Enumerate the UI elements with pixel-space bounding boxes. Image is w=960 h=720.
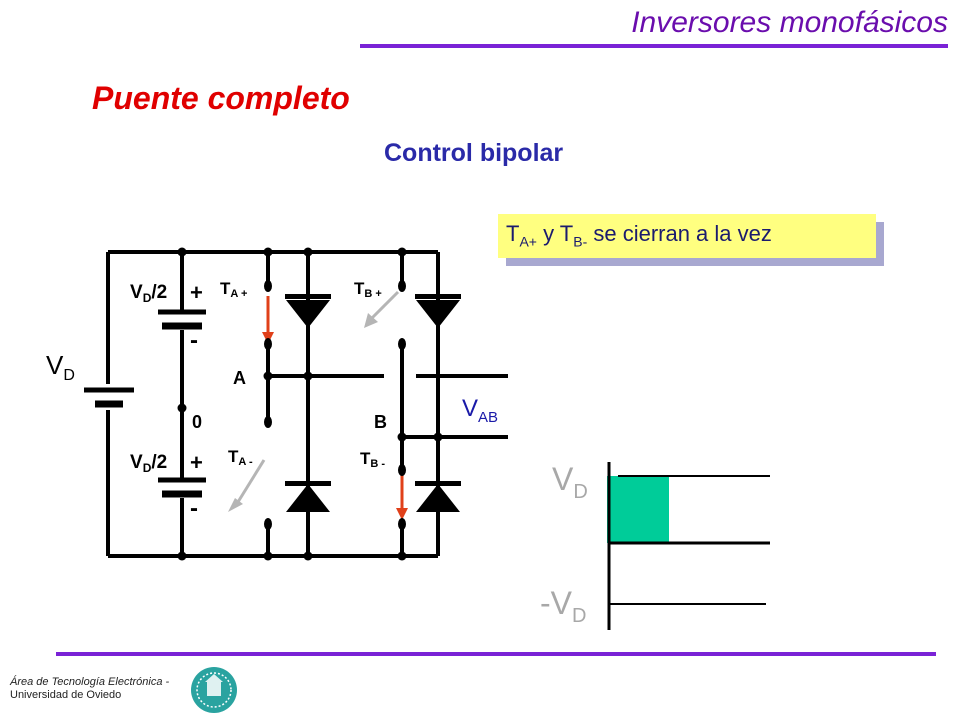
- switch-tb-minus: [396, 472, 408, 520]
- switch-ta-plus: [262, 296, 274, 344]
- footer-divider: [56, 652, 936, 656]
- capacitor-top: [158, 309, 206, 330]
- junction-dots: [177, 247, 443, 561]
- diode-a-lower: [285, 481, 331, 512]
- diode-a-upper: [285, 294, 331, 328]
- footer-org-line1: Área de Tecnología Electrónica -: [10, 676, 170, 688]
- slide-title: Puente completo: [92, 80, 350, 116]
- dc-source: [84, 387, 134, 408]
- minus-sign-bottom: -: [190, 495, 198, 522]
- ta-plus-label: TA +: [220, 279, 247, 300]
- tb-minus-label: TB -: [360, 449, 385, 470]
- note-sub2: B-: [573, 233, 588, 250]
- output-waveform: [607, 462, 770, 630]
- vab-label: VAB: [462, 395, 498, 426]
- slide-subtitle: Control bipolar: [384, 139, 564, 167]
- university-seal-icon: [191, 667, 237, 713]
- half-supply-label-top: VD/2: [130, 282, 167, 305]
- note-tail: se cierran a la vez: [587, 221, 772, 246]
- switching-note: TA+ y TB- se cierran a la vez: [498, 214, 876, 258]
- note-mid: y T: [536, 221, 574, 246]
- note-t1: T: [506, 221, 520, 246]
- note-sub1: A+: [519, 233, 537, 250]
- plus-sign-bottom: +: [190, 450, 203, 475]
- capacitor-bottom: [158, 477, 206, 498]
- footer-org-line2: Universidad de Oviedo: [10, 689, 122, 701]
- switch-ta-minus: [228, 459, 266, 512]
- half-supply-label-bottom: VD/2: [130, 452, 167, 475]
- diode-b-lower: [415, 481, 461, 512]
- header-divider: [360, 44, 948, 48]
- waveform-vd-label: VD: [552, 461, 588, 503]
- waveform-pulse: [607, 476, 669, 543]
- node-a-label: A: [233, 368, 246, 388]
- footer-organization: Área de Tecnología Electrónica - Univers…: [10, 676, 169, 702]
- waveform-neg-vd-label: -VD: [540, 585, 586, 627]
- minus-sign-top: -: [190, 327, 198, 354]
- plus-sign-top: +: [190, 280, 203, 305]
- ta-minus-label: TA -: [228, 447, 253, 468]
- vd-label: VD: [46, 350, 75, 384]
- diode-b-upper: [415, 294, 461, 328]
- header-title: Inversores monofásicos: [631, 6, 948, 39]
- tb-plus-label: TB +: [354, 279, 382, 300]
- node-b-label: B: [374, 412, 387, 432]
- midpoint-zero-label: 0: [192, 412, 202, 432]
- switch-tb-plus: [364, 290, 400, 328]
